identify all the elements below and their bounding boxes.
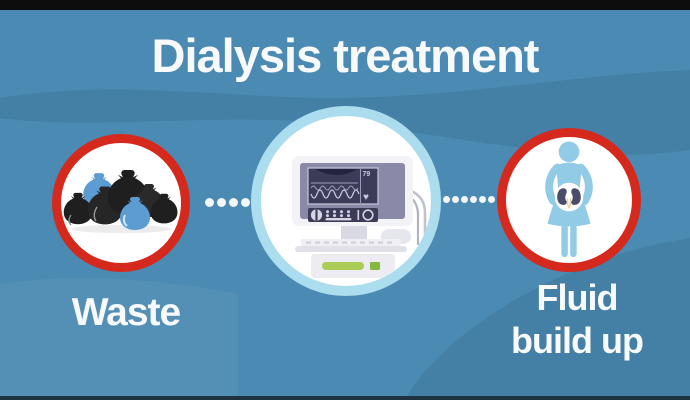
fluid-label-line2: build up	[511, 320, 644, 361]
waste-bags-icon	[63, 170, 178, 233]
waste-circle	[52, 134, 190, 272]
dialysis-machine-icon: 79 ♥	[292, 156, 427, 278]
page-title: Dialysis treatment	[151, 29, 540, 82]
monitor-reading: 79	[363, 171, 371, 178]
letterbox-bar-bottom	[0, 396, 690, 400]
connector-dot	[205, 198, 214, 207]
patient-kidneys-icon	[545, 141, 593, 258]
connector-dot	[217, 198, 226, 207]
heart-icon: ♥	[363, 192, 369, 203]
connector-dot	[229, 198, 238, 207]
fluid-buildup-label: Fluid build up	[487, 276, 667, 362]
fluid-label-line1: Fluid	[536, 277, 619, 318]
fluid-buildup-circle	[497, 128, 641, 272]
connector-dot	[241, 198, 250, 207]
connector-dot	[479, 196, 486, 203]
letterbox-bar-top	[0, 0, 690, 10]
connector-dot	[452, 196, 459, 203]
connector-dot	[488, 196, 495, 203]
connector-dot	[461, 196, 468, 203]
waste-label: Waste	[71, 291, 181, 334]
connector-dot	[443, 196, 450, 203]
dialysis-machine-circle: 79 ♥	[251, 106, 441, 296]
connector-dot	[470, 196, 477, 203]
